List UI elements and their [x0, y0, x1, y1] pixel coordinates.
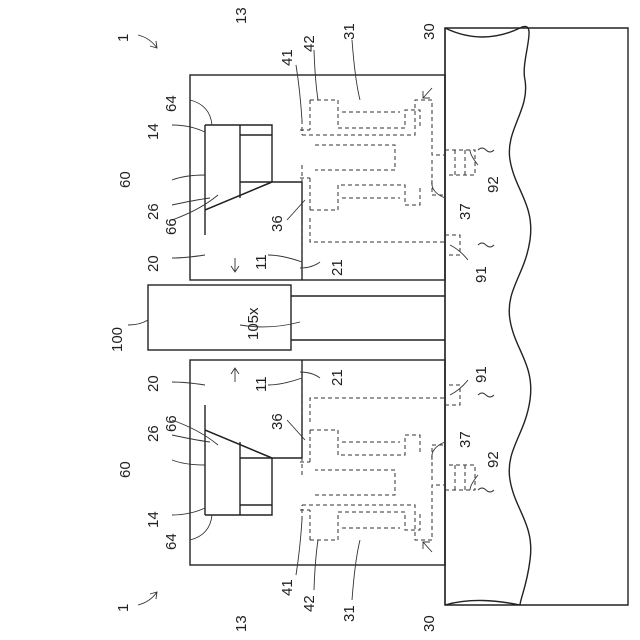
label-37-bottom: 37	[457, 431, 474, 448]
label-91-bottom: 91	[473, 366, 490, 383]
ref-1-bottom-arrow	[138, 592, 157, 605]
label-20-top: 20	[145, 255, 162, 272]
upper-motion-arrow	[231, 258, 239, 272]
label-60-top: 60	[117, 171, 134, 188]
ref-1-top-arrow	[138, 35, 157, 48]
label-31-top: 31	[341, 23, 358, 40]
reference-labels: 1 13 64 14 60 26 66 20 11 21 36 41 42 31…	[109, 7, 502, 632]
label-14-bottom: 14	[145, 511, 162, 528]
label-41-top: 41	[279, 49, 296, 66]
label-100: 100	[109, 327, 126, 352]
label-92-bottom: 92	[485, 451, 502, 468]
label-26-bottom: 26	[145, 425, 162, 442]
label-92-top: 92	[485, 176, 502, 193]
upper-wedge-60	[205, 125, 272, 235]
label-37-top: 37	[457, 203, 474, 220]
label-26-top: 26	[145, 203, 162, 220]
label-1-bottom: 1	[115, 604, 132, 612]
label-20-bottom: 20	[145, 375, 162, 392]
label-64-top: 64	[163, 95, 180, 112]
ref-30-bottom-arrow	[423, 542, 432, 552]
label-60-bottom: 60	[117, 461, 134, 478]
label-66-bottom: 66	[163, 415, 180, 432]
label-11-top: 11	[253, 254, 270, 270]
label-13-bottom: 13	[233, 615, 250, 632]
part-100-body	[148, 285, 291, 350]
label-31-bottom: 31	[341, 605, 358, 622]
label-1-top: 1	[115, 34, 132, 42]
label-66-top: 66	[163, 218, 180, 235]
break-mark-91-bottom	[478, 393, 494, 397]
label-21-top: 21	[329, 259, 346, 276]
lower-internal-mechanism	[300, 360, 475, 540]
lower-wedge-60	[205, 405, 272, 515]
label-30-bottom: 30	[421, 615, 438, 632]
lower-motion-arrow	[231, 368, 239, 382]
label-36-top: 36	[269, 215, 286, 232]
label-13-top: 13	[233, 7, 250, 24]
base-block	[445, 28, 628, 605]
label-42-top: 42	[301, 35, 318, 52]
break-mark-91-top	[478, 243, 494, 247]
lower-frame-13	[190, 360, 445, 565]
label-21-bottom: 21	[329, 369, 346, 386]
label-14-top: 14	[145, 123, 162, 140]
label-30-top: 30	[421, 23, 438, 40]
ref-30-top-arrow	[423, 88, 432, 98]
break-mark-92-bottom	[478, 488, 494, 492]
label-105x: 105x	[245, 307, 262, 340]
label-41-bottom: 41	[279, 579, 296, 596]
label-42-bottom: 42	[301, 595, 318, 612]
base-wavy-edge	[445, 26, 531, 605]
label-36-bottom: 36	[269, 413, 286, 430]
label-91-top: 91	[473, 266, 490, 283]
upper-frame-13	[190, 75, 445, 280]
lower-slope-26	[205, 360, 302, 458]
break-mark-92-top	[478, 148, 494, 152]
label-64-bottom: 64	[163, 533, 180, 550]
upper-internal-mechanism	[300, 100, 475, 280]
leader-lines	[128, 40, 478, 600]
label-11-bottom: 11	[253, 376, 270, 392]
